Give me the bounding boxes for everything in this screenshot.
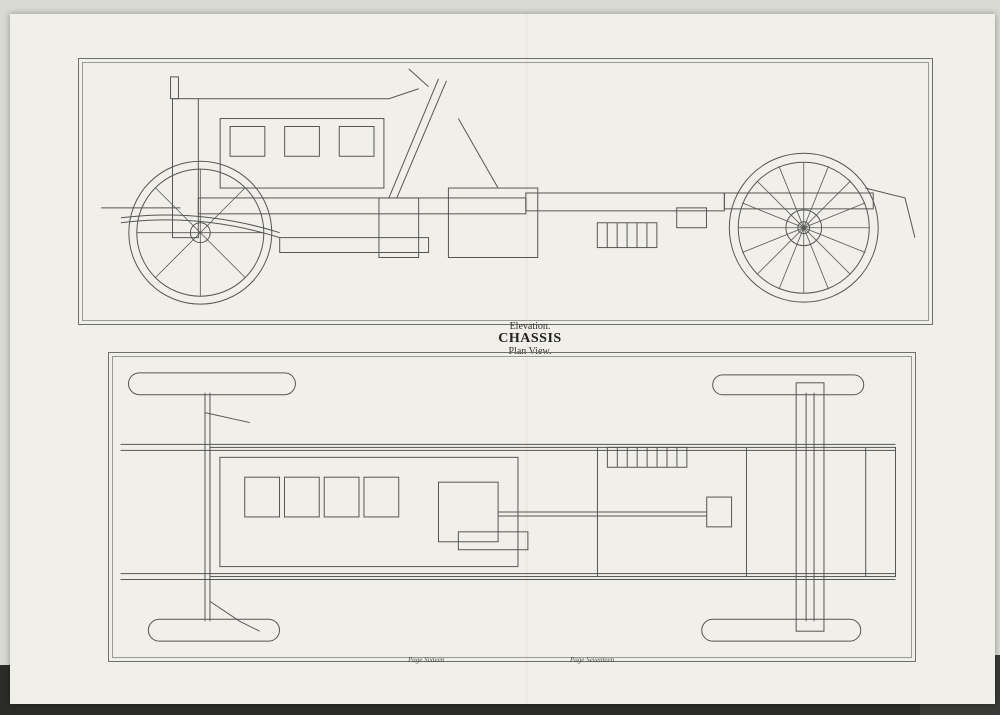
chassis-title: CHASSIS xyxy=(498,331,562,346)
elevation-drawing-panel xyxy=(78,58,933,325)
plan-view-caption: Plan View. xyxy=(508,346,552,357)
page-number-left: Page Sixteen xyxy=(408,656,445,664)
page-number-right: Page Seventeen xyxy=(570,656,615,664)
center-fold xyxy=(525,14,528,704)
elevation-caption: Elevation. xyxy=(509,321,551,332)
elevation-chassis-drawing xyxy=(101,68,916,305)
plan-view-drawing-panel xyxy=(108,352,916,662)
plan-view-chassis-drawing xyxy=(120,372,897,642)
brochure-sheet xyxy=(10,14,995,704)
